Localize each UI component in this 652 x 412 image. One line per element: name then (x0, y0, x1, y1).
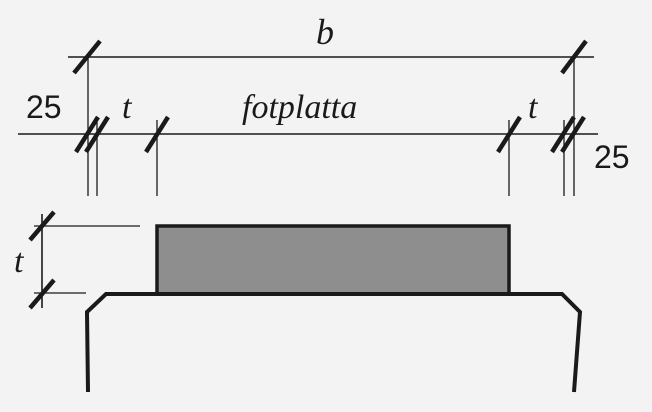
dimension-chain: 25 t fotplatta t 25 (18, 89, 630, 196)
label-edge-left: 25 (26, 89, 62, 125)
label-plate-height: t (14, 243, 25, 280)
label-thickness-right: t (528, 89, 539, 126)
tick-chain-2 (84, 115, 110, 154)
tick-chain-1 (74, 115, 100, 154)
tick-height-bottom (28, 278, 56, 310)
tick-b-right (560, 39, 588, 75)
tick-chain-4 (496, 115, 522, 154)
label-fotplatta: fotplatta (242, 89, 357, 126)
footing-outline (84, 292, 583, 393)
tick-chain-5 (550, 115, 576, 154)
label-thickness-left: t (122, 89, 133, 126)
dimension-plate-height: t (14, 210, 140, 310)
foundation-plate (155, 224, 511, 296)
tick-b-left (72, 39, 102, 75)
tick-chain-6 (560, 115, 586, 154)
tick-chain-3 (144, 115, 170, 154)
label-b: b (316, 12, 334, 52)
label-edge-right: 25 (594, 139, 630, 175)
tick-height-top (28, 210, 56, 242)
dimension-b: b (68, 12, 594, 196)
